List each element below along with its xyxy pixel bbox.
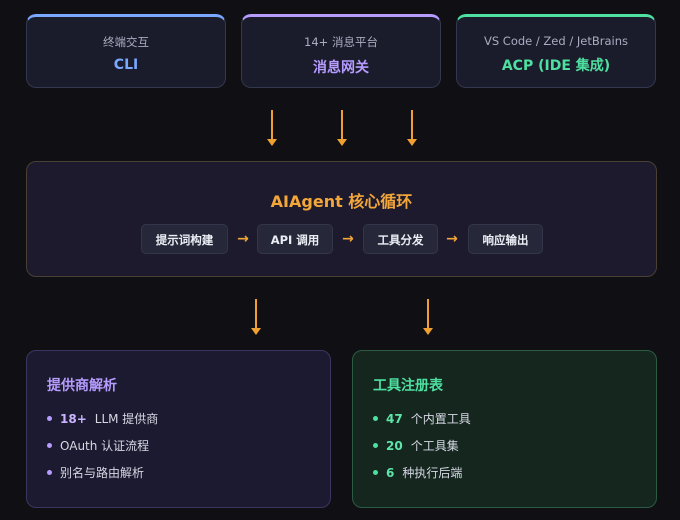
provider-card-title: 提供商解析 xyxy=(47,378,117,394)
arrow-core-to-tools xyxy=(422,299,434,335)
provider-item: 18+ LLM 提供商 xyxy=(47,411,158,427)
provider-item-text: OAuth 认证流程 xyxy=(60,439,150,453)
gateway-title: 消息网关 xyxy=(313,60,369,76)
tools-item-count: 20 xyxy=(386,439,403,453)
provider-item-text: LLM 提供商 xyxy=(94,412,159,426)
cli-title: CLI xyxy=(113,57,139,73)
cli-entry-card: 终端交互 CLI xyxy=(26,14,226,88)
bullet-dot xyxy=(373,443,378,448)
tools-item: 47 个内置工具 xyxy=(373,411,471,427)
provider-resolution-card: 提供商解析 18+ LLM 提供商 OAuth 认证流程 别名与路由解析 xyxy=(26,350,331,508)
tools-item: 20 个工具集 xyxy=(373,438,459,454)
bullet-dot xyxy=(373,470,378,475)
gateway-subtitle: 14+ 消息平台 xyxy=(304,35,378,49)
acp-title: ACP (IDE 集成) xyxy=(501,58,611,74)
arrow-acp-to-core xyxy=(406,110,418,146)
provider-item: OAuth 认证流程 xyxy=(47,438,149,454)
tools-item-text: 个内置工具 xyxy=(410,412,471,426)
arrow-cli-to-core xyxy=(266,110,278,146)
tools-item-count: 47 xyxy=(386,412,403,426)
step-response-output: 响应输出 xyxy=(468,224,543,254)
step-tool-dispatch: 工具分发 xyxy=(363,224,438,254)
acp-subtitle: VS Code / Zed / JetBrains xyxy=(483,34,628,48)
cli-subtitle: 终端交互 xyxy=(103,35,149,49)
arrow-core-to-provider xyxy=(250,299,262,335)
bullet-dot xyxy=(47,443,52,448)
tool-registry-card: 工具注册表 47 个内置工具 20 个工具集 6 种执行后端 xyxy=(352,350,657,508)
gateway-entry-card: 14+ 消息平台 消息网关 xyxy=(241,14,441,88)
provider-item-text: 别名与路由解析 xyxy=(60,466,145,480)
core-loop-title: AIAgent 核心循环 xyxy=(270,192,413,211)
step-api-call: API 调用 xyxy=(257,224,333,254)
tools-item-text: 种执行后端 xyxy=(402,466,463,480)
provider-item-count: 18+ xyxy=(60,412,87,426)
bullet-dot xyxy=(373,416,378,421)
step-prompt-build: 提示词构建 xyxy=(141,224,228,254)
bullet-dot xyxy=(47,416,52,421)
acp-entry-card: VS Code / Zed / JetBrains ACP (IDE 集成) xyxy=(456,14,656,88)
arrow-gateway-to-core xyxy=(336,110,348,146)
tools-item-text: 个工具集 xyxy=(410,439,459,453)
step-arrow-3: → xyxy=(446,231,458,247)
tools-item-count: 6 xyxy=(386,466,395,480)
provider-item: 别名与路由解析 xyxy=(47,465,144,481)
tools-item: 6 种执行后端 xyxy=(373,465,462,481)
core-loop-box: AIAgent 核心循环 提示词构建 → API 调用 → 工具分发 → 响应输… xyxy=(26,161,657,277)
bullet-dot xyxy=(47,470,52,475)
step-arrow-2: → xyxy=(342,231,354,247)
tools-card-title: 工具注册表 xyxy=(373,378,443,394)
step-arrow-1: → xyxy=(237,231,249,247)
